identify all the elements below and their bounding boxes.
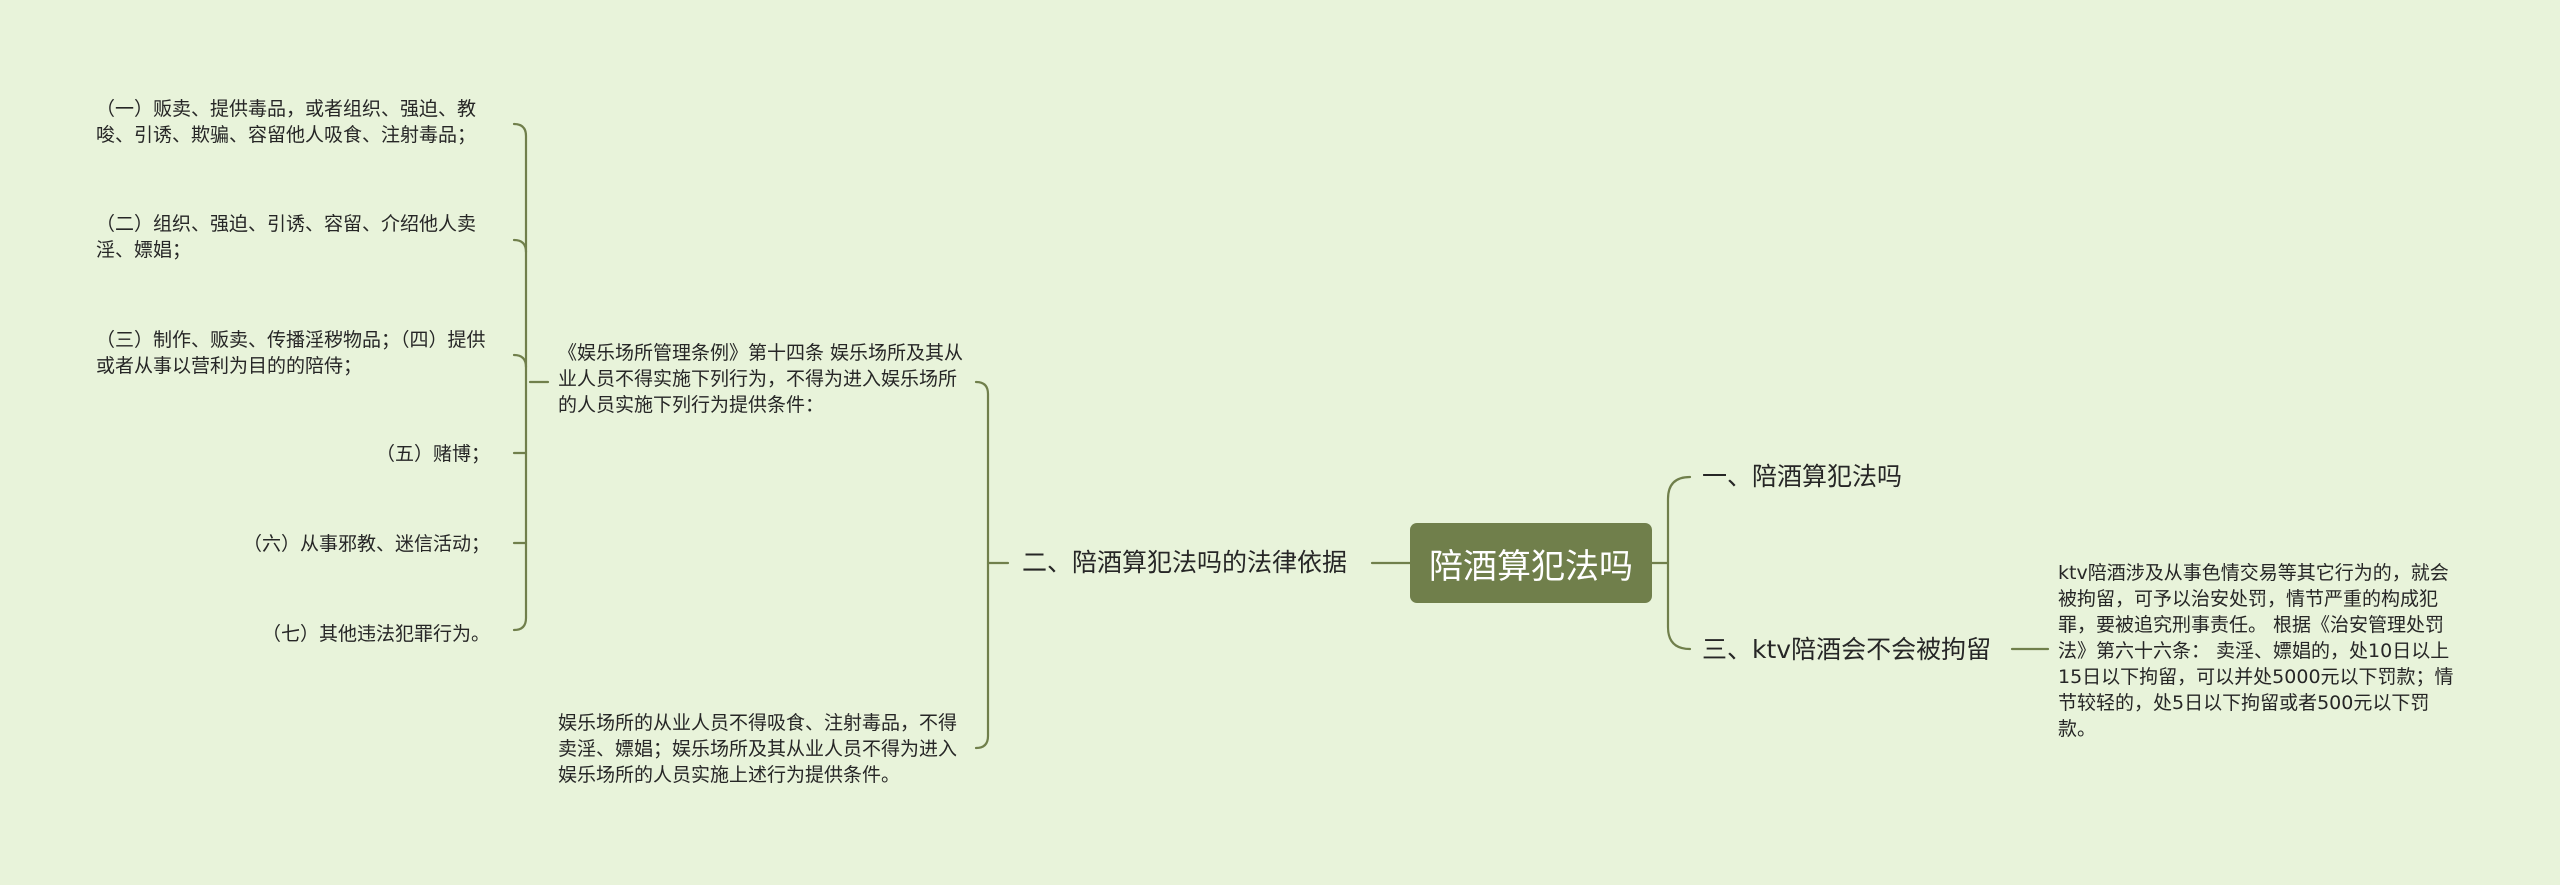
item-5[interactable]: （五）赌博； <box>96 441 490 467</box>
item-7[interactable]: （七）其他违法犯罪行为。 <box>96 621 490 647</box>
item-3[interactable]: （三）制作、贩卖、传播淫秽物品；（四）提供或者从事以营利为目的的陪侍； <box>96 327 500 379</box>
branch-1-node[interactable]: 一、陪酒算犯法吗 <box>1702 460 1902 494</box>
branch-1-label: 一、陪酒算犯法吗 <box>1702 462 1903 491</box>
branch-2-label: 二、陪酒算犯法吗的法律依据 <box>1022 548 1348 577</box>
link-items-bracket <box>512 122 528 632</box>
branch-3-label: 三、ktv陪酒会不会被拘留 <box>1702 635 1992 664</box>
link-right-bracket <box>1666 475 1692 651</box>
item-6-text: （六）从事邪教、迷信活动； <box>242 533 490 555</box>
item-1-text: （一）贩卖、提供毒品，或者组织、强迫、教唆、引诱、欺骗、容留他人吸食、注射毒品； <box>96 98 477 146</box>
link-left-bracket <box>974 380 990 750</box>
item-2-text: （二）组织、强迫、引诱、容留、介绍他人卖淫、嫖娼； <box>96 213 477 261</box>
item-1[interactable]: （一）贩卖、提供毒品，或者组织、强迫、教唆、引诱、欺骗、容留他人吸食、注射毒品； <box>96 96 500 148</box>
article14-node[interactable]: 《娱乐场所管理条例》第十四条 娱乐场所及其从业人员不得实施下列行为，不得为进入娱… <box>558 340 966 418</box>
branch-3-node[interactable]: 三、ktv陪酒会不会被拘留 <box>1702 633 1991 667</box>
link-item-3 <box>512 353 528 369</box>
item-5-text: （五）赌博； <box>375 443 490 465</box>
article14-text: 《娱乐场所管理条例》第十四条 娱乐场所及其从业人员不得实施下列行为，不得为进入娱… <box>558 342 964 416</box>
item-7-text: （七）其他违法犯罪行为。 <box>261 623 490 645</box>
item-2[interactable]: （二）组织、强迫、引诱、容留、介绍他人卖淫、嫖娼； <box>96 211 500 263</box>
branch-3-detail[interactable]: ktv陪酒涉及从事色情交易等其它行为的，就会被拘留，可予以治安处罚，情节严重的构… <box>2058 560 2463 742</box>
root-node[interactable]: 陪酒算犯法吗 <box>1410 523 1652 603</box>
employee-rule-node[interactable]: 娱乐场所的从业人员不得吸食、注射毒品，不得卖淫、嫖娼；娱乐场所及其从业人员不得为… <box>558 710 966 788</box>
branch-3-detail-text: ktv陪酒涉及从事色情交易等其它行为的，就会被拘留，可予以治安处罚，情节严重的构… <box>2058 562 2454 740</box>
employee-rule-text: 娱乐场所的从业人员不得吸食、注射毒品，不得卖淫、嫖娼；娱乐场所及其从业人员不得为… <box>558 712 958 786</box>
branch-2-node[interactable]: 二、陪酒算犯法吗的法律依据 <box>1022 546 1347 580</box>
root-label: 陪酒算犯法吗 <box>1429 546 1633 587</box>
link-item-2 <box>512 238 528 254</box>
item-3-text: （三）制作、贩卖、传播淫秽物品；（四）提供或者从事以营利为目的的陪侍； <box>96 329 486 377</box>
item-6[interactable]: （六）从事邪教、迷信活动； <box>96 531 490 557</box>
